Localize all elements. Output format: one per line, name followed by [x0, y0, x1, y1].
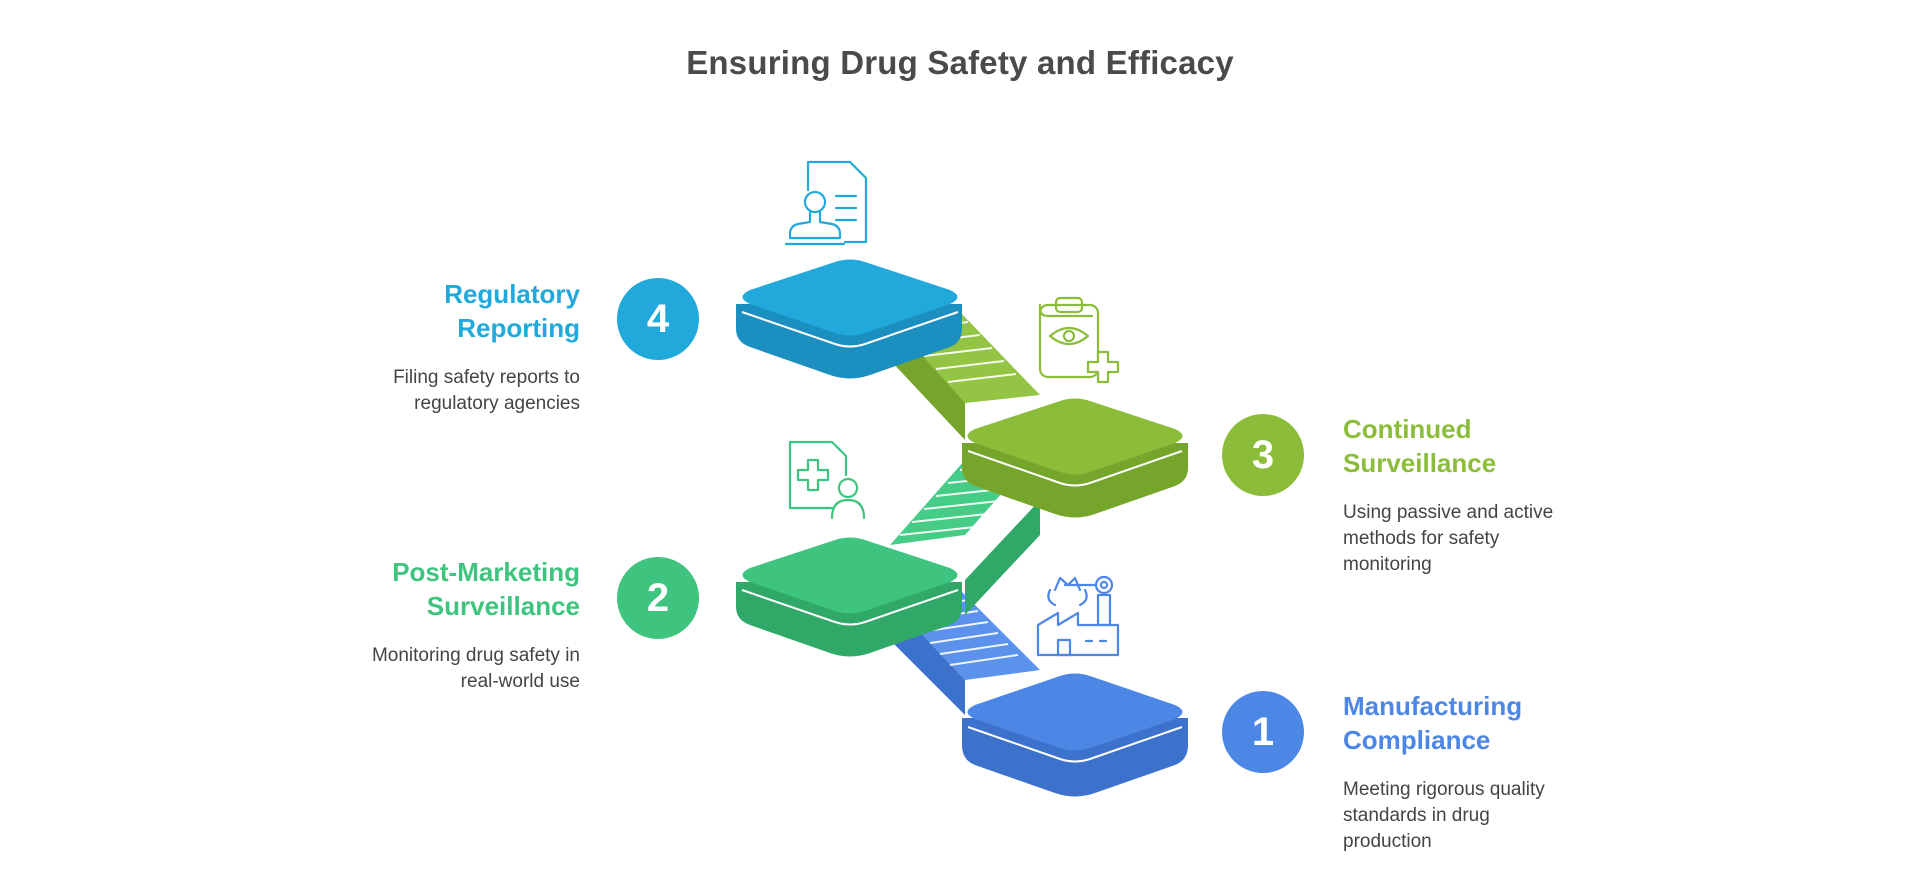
- step-1-badge: 1: [1222, 691, 1304, 773]
- step-3-heading-line1: Continued: [1343, 414, 1472, 444]
- step-2-text: Post-Marketing Surveillance Monitoring d…: [260, 555, 580, 695]
- step-4-heading-line2: Reporting: [457, 313, 580, 343]
- step-2-heading: Post-Marketing Surveillance: [260, 555, 580, 623]
- step-1-desc-line: Meeting rigorous quality: [1343, 779, 1545, 800]
- step-2-description: Monitoring drug safety in real-world use: [260, 643, 580, 695]
- step-3-heading: Continued Surveillance: [1343, 412, 1643, 480]
- platform-3: [962, 398, 1188, 518]
- step-1-text: Manufacturing Compliance Meeting rigorou…: [1343, 689, 1643, 855]
- step-4-desc-line: regulatory agencies: [414, 393, 580, 414]
- platform-2: [736, 537, 962, 657]
- step-2-heading-line2: Surveillance: [426, 591, 580, 621]
- step-2-badge: 2: [617, 557, 699, 639]
- step-1-description: Meeting rigorous quality standards in dr…: [1343, 777, 1643, 855]
- step-3-desc-line: methods for safety: [1343, 528, 1500, 549]
- step-3-desc-line: Using passive and active: [1343, 502, 1554, 523]
- step-4-desc-line: Filing safety reports to: [393, 367, 580, 388]
- step-2-desc-line: real-world use: [460, 671, 580, 692]
- page-title: Ensuring Drug Safety and Efficacy: [686, 44, 1234, 81]
- step-3-description: Using passive and active methods for saf…: [1343, 500, 1643, 578]
- clipboard-eye-plus-icon: [1038, 296, 1120, 384]
- step-3-text: Continued Surveillance Using passive and…: [1343, 412, 1643, 578]
- step-2-desc-line: Monitoring drug safety in: [371, 645, 580, 666]
- medical-document-user-icon: [788, 440, 866, 520]
- step-3-heading-line2: Surveillance: [1343, 448, 1497, 478]
- platform-4: [736, 259, 962, 379]
- step-1-heading-line2: Compliance: [1343, 725, 1491, 755]
- step-4-description: Filing safety reports to regulatory agen…: [260, 365, 580, 417]
- step-1-heading: Manufacturing Compliance: [1343, 689, 1643, 757]
- step-4-heading-line1: Regulatory: [444, 279, 580, 309]
- factory-robot-arm-icon: [1036, 575, 1120, 657]
- document-stamp-icon: [784, 160, 868, 246]
- step-4-text: Regulatory Reporting Filing safety repor…: [260, 277, 580, 417]
- step-3-desc-line: monitoring: [1343, 554, 1432, 575]
- platform-1: [962, 673, 1188, 797]
- step-4-badge: 4: [617, 278, 699, 360]
- step-3-badge: 3: [1222, 414, 1304, 496]
- step-1-heading-line1: Manufacturing: [1343, 691, 1523, 721]
- step-1-desc-line: standards in drug: [1343, 805, 1490, 826]
- step-1-desc-line: production: [1343, 831, 1432, 852]
- step-2-heading-line1: Post-Marketing: [392, 557, 580, 587]
- step-4-heading: Regulatory Reporting: [260, 277, 580, 345]
